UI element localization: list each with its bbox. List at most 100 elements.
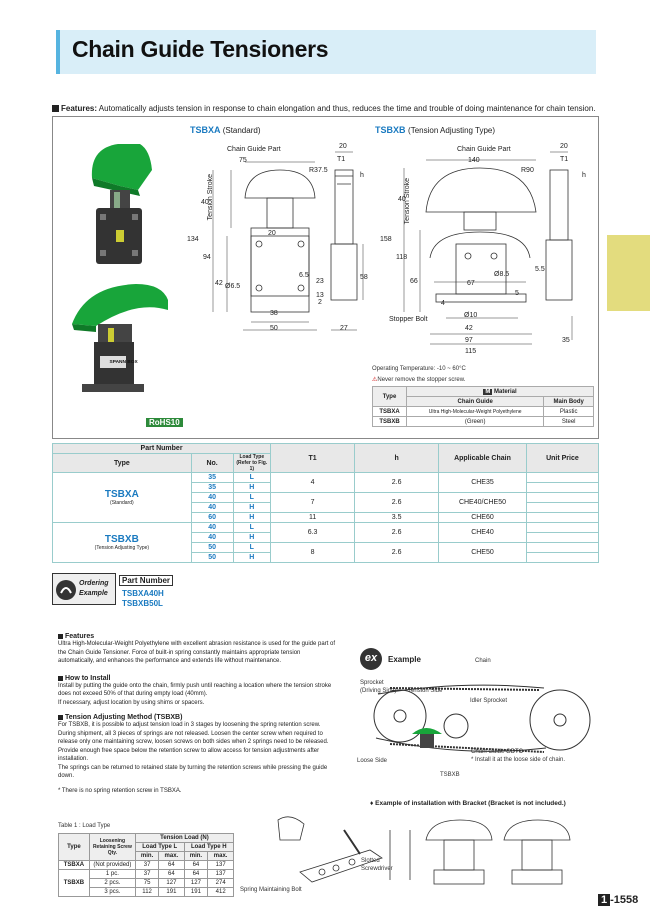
pn-type-b-sub: (Tension Adjusting Type) bbox=[94, 545, 150, 551]
tsbxb-name: TSBXB bbox=[375, 125, 406, 135]
pn-type-b-name: TSBXB bbox=[104, 534, 139, 545]
dim-b-55: 5.5 bbox=[535, 266, 545, 273]
tsbxb-drawing bbox=[403, 151, 573, 345]
lt-type: TSBXA bbox=[58, 860, 90, 870]
pn-h: 2.6 bbox=[354, 522, 440, 543]
ex-guide-label: Chain Guide GDTC bbox=[471, 749, 524, 755]
pn-no: 40 bbox=[190, 502, 234, 513]
lt-lmin: 37 bbox=[134, 860, 160, 870]
bracket-diagram bbox=[277, 816, 571, 885]
install-para2: If necessary, adjust location by using s… bbox=[58, 699, 205, 706]
dim-a-r375: R37.5 bbox=[309, 167, 328, 174]
bracket-screwdriver-label: Screwdriver bbox=[361, 866, 393, 872]
dim-b-r90: R90 bbox=[521, 167, 534, 174]
pn-price bbox=[525, 492, 600, 503]
mat-col-type: Type bbox=[372, 386, 407, 407]
dim-b-42: 42 bbox=[465, 325, 473, 332]
pn-price bbox=[525, 522, 600, 533]
pn-load: L bbox=[232, 472, 272, 483]
features-heading-text: Features bbox=[65, 633, 95, 640]
pn-t1: 8 bbox=[270, 542, 356, 563]
pn-t1: 6.3 bbox=[270, 522, 356, 543]
ex-guide-note: * Install it at the loose side of chain. bbox=[471, 757, 566, 763]
lt-h-max: max. bbox=[207, 851, 234, 861]
side-tab bbox=[607, 235, 650, 311]
part-number-table: Part Number T1 h Applicable Chain Unit P… bbox=[51, 443, 600, 563]
dim-a-23: 23 bbox=[316, 278, 324, 285]
pn-type-a-sub: (Standard) bbox=[110, 500, 134, 506]
product-frame bbox=[52, 116, 599, 439]
pn-load: H bbox=[232, 552, 272, 563]
ex-chain-label: Chain bbox=[475, 658, 491, 664]
ex-sprocket-label: Sprocket bbox=[360, 680, 384, 686]
features-header: Features: bbox=[61, 104, 98, 113]
pn-t1: 4 bbox=[270, 472, 356, 493]
tsbxa-sub: (Standard) bbox=[222, 126, 261, 135]
pn-no: 35 bbox=[190, 472, 234, 483]
lt-hmax: 274 bbox=[207, 878, 234, 888]
lt-h-type: Type bbox=[58, 833, 90, 861]
dim-b-40: 40 bbox=[398, 196, 406, 203]
dim-b-h: h bbox=[582, 172, 586, 179]
pn-header-no: No. bbox=[190, 453, 234, 473]
install-para1: Install by putting the guide onto the ch… bbox=[58, 682, 332, 698]
page-num: -1558 bbox=[610, 894, 639, 906]
pn-load: L bbox=[232, 492, 272, 503]
lt-lmax: 191 bbox=[158, 887, 185, 897]
rohs-badge: RoHS10 bbox=[146, 418, 183, 427]
pn-type-b: TSBXB(Tension Adjusting Type) bbox=[52, 522, 192, 563]
bullet-square-icon bbox=[58, 675, 63, 681]
phone-icon bbox=[56, 580, 76, 600]
dim-a-13: 13 bbox=[316, 292, 324, 299]
pn-load: H bbox=[232, 502, 272, 513]
tsbxb-label: TSBXB (Tension Adjusting Type) bbox=[375, 125, 495, 135]
pn-price bbox=[525, 532, 600, 543]
pn-header-h: h bbox=[354, 443, 440, 473]
pn-price bbox=[525, 482, 600, 493]
lt-h-max: max. bbox=[158, 851, 185, 861]
dim-a-58: 58 bbox=[360, 274, 368, 281]
ex-tension-label: Tension Side bbox=[408, 688, 443, 694]
lt-lmin: 37 bbox=[134, 869, 160, 879]
lt-hmin: 127 bbox=[183, 878, 209, 888]
ex-idler-label: Idler Sprocket bbox=[470, 698, 508, 704]
pn-no: 60 bbox=[190, 512, 234, 523]
lt-qty: 2 pcs. bbox=[88, 878, 136, 888]
pn-no: 35 bbox=[190, 482, 234, 493]
warning-text: Never remove the stopper screw. bbox=[377, 377, 466, 383]
pn-no: 40 bbox=[190, 532, 234, 543]
bracket-title: ♦ Example of installation with Bracket (… bbox=[370, 800, 566, 807]
pn-t1: 11 bbox=[270, 512, 356, 523]
pn-load: L bbox=[232, 542, 272, 553]
lt-qty: 3 pcs. bbox=[88, 887, 136, 897]
pn-header-chain: Applicable Chain bbox=[438, 443, 527, 473]
mat-row-guide: (Green) bbox=[405, 416, 545, 427]
pn-header-t1: T1 bbox=[270, 443, 356, 473]
tsbxa-label: TSBXA (Standard) bbox=[190, 125, 260, 135]
features-heading: Features bbox=[58, 633, 338, 640]
lt-h-min: min. bbox=[183, 851, 209, 861]
dim-b-phi85: Ø8.5 bbox=[494, 271, 510, 278]
dim-b-stopper: Stopper Bolt bbox=[389, 316, 428, 323]
dim-a-phi65: Ø6.5 bbox=[225, 283, 241, 290]
features-text: Automatically adjusts tension in respons… bbox=[98, 104, 596, 113]
pn-no: 40 bbox=[190, 492, 234, 503]
dim-b-4: 4 bbox=[441, 300, 445, 307]
pn-price bbox=[525, 552, 600, 563]
example-label: Example bbox=[388, 655, 421, 664]
lt-hmin: 64 bbox=[183, 869, 209, 879]
lt-h-l: Load Type L bbox=[134, 842, 185, 852]
product-photo-tsbxa bbox=[91, 144, 152, 264]
dim-b-66: 66 bbox=[410, 278, 418, 285]
example-diagram bbox=[373, 684, 591, 753]
dim-b-5: 5 bbox=[515, 290, 519, 297]
dim-b-158: 158 bbox=[380, 236, 392, 243]
mat-row-type: TSBXA bbox=[372, 406, 407, 417]
bracket-title-text: Example of installation with Bracket (Br… bbox=[375, 800, 566, 807]
mat-header: M Material bbox=[406, 386, 594, 397]
lt-h-min: min. bbox=[134, 851, 160, 861]
load-table: Type Loosening Retaining Screw Qty. Tens… bbox=[58, 833, 235, 897]
ordering-ex1: TSBXA40H bbox=[122, 589, 164, 598]
load-table-caption: Table 1 : Load Type bbox=[58, 823, 111, 829]
dim-a-stroke: Tension Stroke bbox=[207, 174, 214, 221]
